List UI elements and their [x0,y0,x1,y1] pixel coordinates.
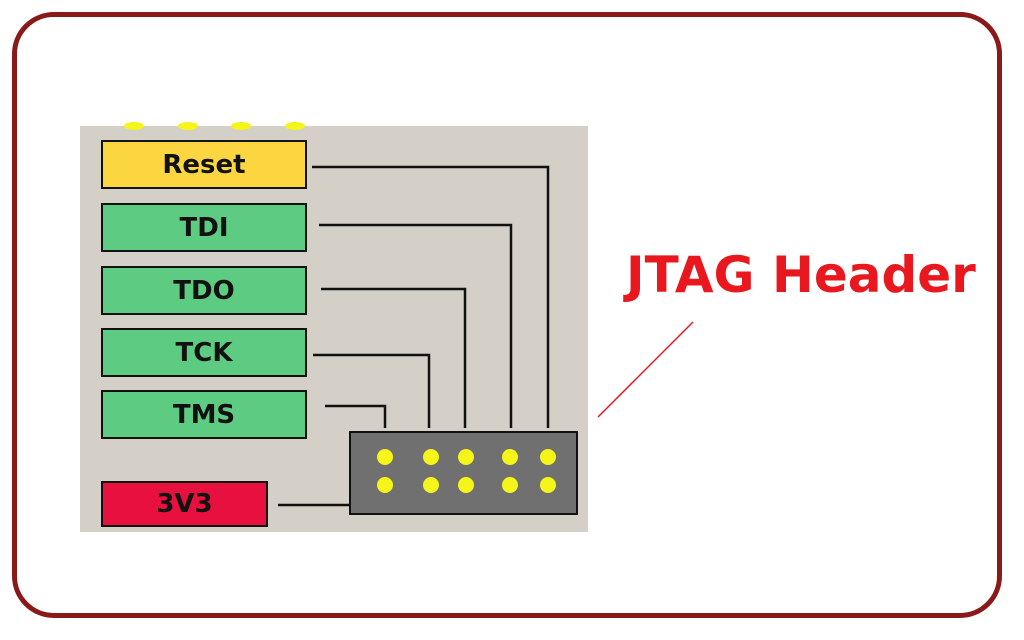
top-led-row [124,122,305,130]
pin-label-text: TCK [175,337,233,368]
pin-label-text: TMS [172,399,236,430]
pin-label-text: 3V3 [156,489,213,519]
top-led [285,122,305,130]
header-pin [502,477,518,493]
header-pin [377,449,393,465]
pin-label-tdo: TDO [101,266,307,315]
top-led [178,122,198,130]
jtag-header-connector [349,431,578,515]
pin-label-text: Reset [162,149,246,180]
header-pin [423,449,439,465]
wire-tdi [319,223,513,428]
top-led [124,122,144,130]
wire-reset [312,165,550,428]
jtag-header-title: JTAG Header [626,246,976,304]
pin-label-tck: TCK [101,328,307,377]
header-pin [423,477,439,493]
wire-tck [313,353,431,428]
pin-label-reset: Reset [101,140,307,189]
pin-label-text: TDI [179,212,229,243]
header-pin [458,449,474,465]
header-pin [540,477,556,493]
diagram-frame [12,12,1002,618]
callout-line [597,321,694,418]
header-pin [377,477,393,493]
pin-label-3v3: 3V3 [101,481,268,527]
pin-label-tdi: TDI [101,203,307,252]
wire-tdo [321,287,467,428]
header-pin [540,449,556,465]
top-led [231,122,251,130]
header-pin [502,449,518,465]
pin-label-text: TDO [173,275,235,306]
wire-tms [325,404,387,428]
header-pin [458,477,474,493]
pin-label-tms: TMS [101,390,307,439]
header-pins [377,449,556,493]
